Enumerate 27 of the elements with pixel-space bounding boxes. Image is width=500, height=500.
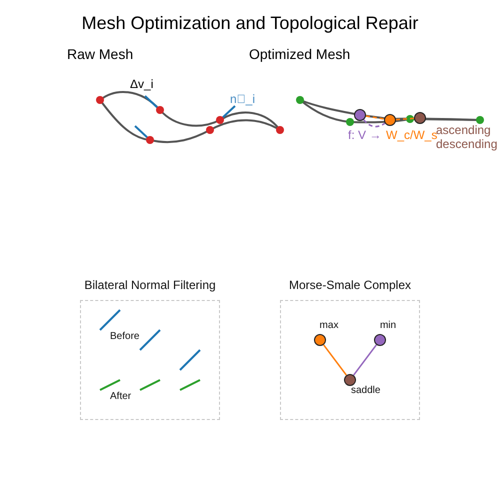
connector-line [353,344,377,376]
point-label: saddle [351,385,380,396]
math-label: n⃗_i [230,93,256,107]
critical-point-dot [344,374,356,386]
critical-point-dot [384,114,396,126]
diagram-title: Mesh Optimization and Topological Repair [82,13,418,34]
connector-line [323,344,347,376]
function-label: f: V → [348,129,382,143]
manifold-label: ascending [436,124,491,137]
point-label: max [320,320,338,332]
panel-title: Optimized Mesh [249,46,350,62]
critical-point-dot [314,334,326,346]
point-label: min [380,320,396,332]
critical-point-dot [414,112,426,124]
critical-point-dot [354,109,366,121]
annotation-label: Before [110,331,140,342]
panel-title: Raw Mesh [67,46,134,62]
manifold-label: descending [436,138,498,152]
math-label: Δv_i [130,78,154,92]
dashed-connector [363,119,386,128]
panel-title: Morse-Smale Complex [288,279,412,293]
dashed-connector [366,115,384,120]
function-label: W_c/W_s [386,129,438,142]
annotation-label: After [110,391,132,402]
panel-title: Bilateral Normal Filtering [84,279,216,293]
critical-point-dot [374,334,386,346]
dashed-connector [396,118,414,120]
